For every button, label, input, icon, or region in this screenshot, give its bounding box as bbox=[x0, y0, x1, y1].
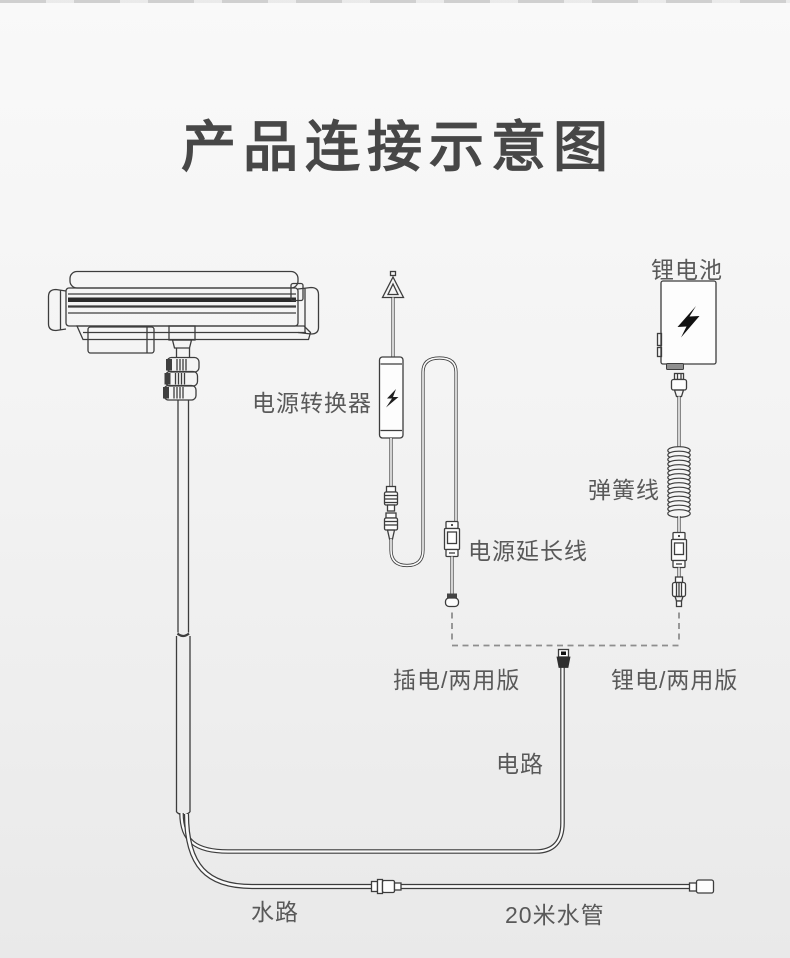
dashed-junction bbox=[451, 612, 680, 647]
hose-connector bbox=[370, 878, 402, 895]
lithium-battery bbox=[656, 280, 717, 370]
power-adapter bbox=[378, 356, 404, 439]
squeegee-plate bbox=[75, 325, 312, 341]
cord-connector-pair bbox=[383, 485, 399, 540]
page-top-edge-artifact bbox=[0, 0, 790, 3]
cleaning-head bbox=[47, 270, 320, 354]
label-circuit: 电路 bbox=[496, 751, 544, 777]
extension-end-connector bbox=[444, 593, 460, 608]
label-plugin-dual-version: 插电/两用版 bbox=[393, 667, 521, 693]
battery-plug bbox=[670, 372, 688, 398]
pole-lock-collar bbox=[163, 384, 197, 401]
spring-coil bbox=[667, 446, 691, 518]
label-spring-cable: 弹簧线 bbox=[588, 477, 660, 503]
motor-housing bbox=[87, 326, 155, 354]
water-hose bbox=[183, 813, 689, 890]
label-lithium-dual-version: 锂电/两用版 bbox=[611, 667, 739, 693]
pole-lock-collar bbox=[166, 356, 200, 373]
battery-socket bbox=[666, 363, 684, 370]
battery-inline-switch bbox=[670, 531, 688, 569]
label-water-hose-20m: 20米水管 bbox=[505, 902, 605, 928]
label-power-extension-cable: 电源延长线 bbox=[468, 538, 588, 564]
ac-plug-icon bbox=[381, 270, 405, 299]
lightning-bolt-icon bbox=[677, 306, 700, 338]
lightning-bolt-icon bbox=[386, 389, 399, 408]
roller-dark-stripe bbox=[68, 297, 296, 302]
battery-end-plug bbox=[671, 576, 687, 608]
hose-end-connector bbox=[688, 879, 715, 894]
diagram-title: 产品连接示意图 bbox=[181, 116, 616, 178]
label-power-converter: 电源转换器 bbox=[252, 390, 372, 416]
label-water-path: 水路 bbox=[251, 899, 299, 925]
cord-slack-loop bbox=[389, 356, 458, 568]
telescopic-pole bbox=[163, 348, 200, 816]
head-left-ear bbox=[47, 288, 67, 332]
pole-lock-collar bbox=[164, 370, 199, 387]
label-lithium-battery: 锂电池 bbox=[651, 257, 723, 283]
head-right-ear bbox=[297, 286, 320, 335]
extension-inline-switch bbox=[443, 520, 461, 558]
circuit-junction-plug bbox=[556, 648, 571, 668]
pole-joint bbox=[176, 632, 190, 638]
